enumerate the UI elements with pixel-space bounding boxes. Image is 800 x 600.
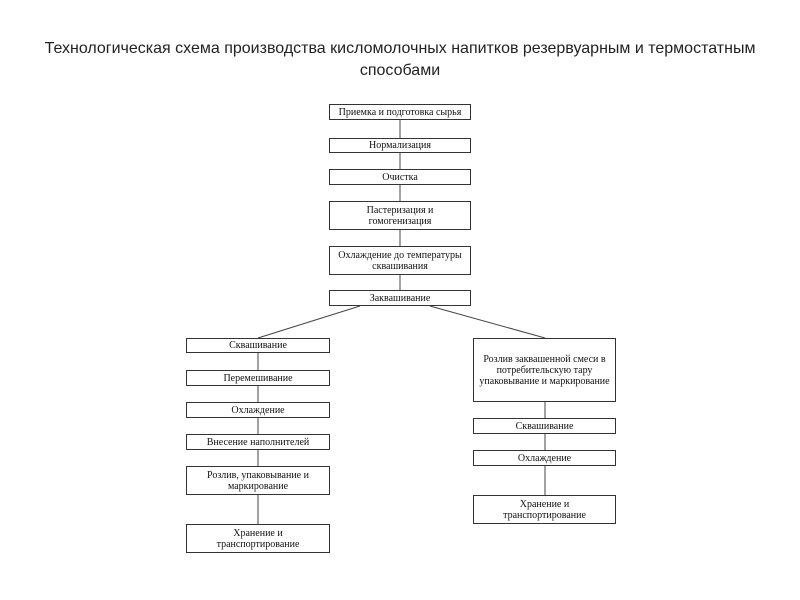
step-box-pasteurization: Пастеризация и гомогенизация (329, 201, 471, 230)
step-box-normalization: Нормализация (329, 138, 471, 153)
connector (429, 305, 546, 339)
right-step-box-cooling: Охлаждение (473, 450, 616, 466)
right-step-box-fermentation: Сквашивание (473, 418, 616, 434)
left-step-box-cooling: Охлаждение (186, 402, 330, 418)
right-step-box-storage-transport: Хранение и транспортирование (473, 495, 616, 524)
step-box-reception: Приемка и подготовка сырья (329, 104, 471, 120)
left-step-box-fermentation: Сквашивание (186, 338, 330, 353)
step-box-starter-addition: Заквашивание (329, 290, 471, 306)
step-box-cooling-to-fermentation-temp: Охлаждение до температуры сквашивания (329, 246, 471, 275)
diagram-title: Технологическая схема производства кисло… (44, 40, 756, 79)
left-step-box-storage-transport: Хранение и транспортирование (186, 524, 330, 553)
step-box-cleaning: Очистка (329, 169, 471, 185)
connector (257, 305, 361, 339)
right-step-box-bottling-into-consumer-containers: Розлив заквашенной смеси в потребительск… (473, 338, 616, 402)
left-step-box-bottling-packaging: Розлив, упаковывание и маркирование (186, 466, 330, 495)
left-step-box-adding-fillers: Внесение наполнителей (186, 434, 330, 450)
left-step-box-mixing: Перемешивание (186, 370, 330, 386)
